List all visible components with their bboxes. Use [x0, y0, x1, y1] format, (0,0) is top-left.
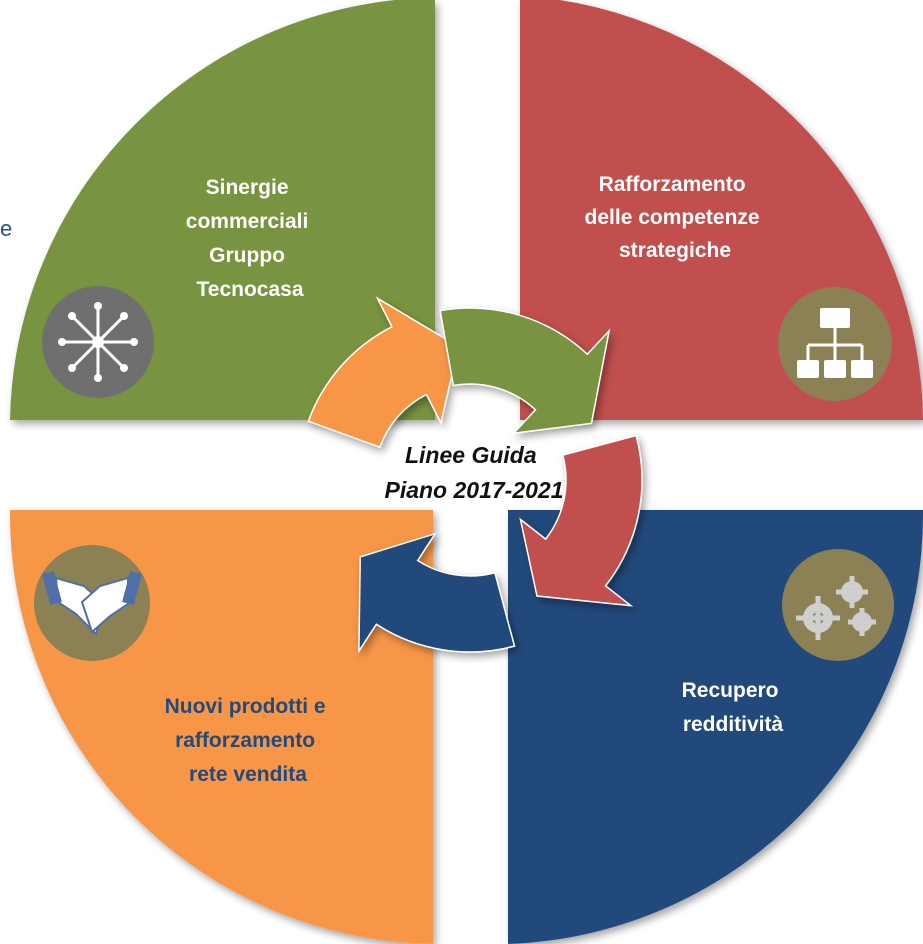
center-title: Linee Guida Piano 2017-2021: [384, 442, 563, 503]
gears-icon: [782, 549, 894, 661]
arrow-green: [439, 307, 611, 435]
quadrant-label-recupero: Recupero redditività: [682, 679, 785, 736]
handshake-icon: [34, 545, 150, 661]
stray-text: e: [0, 216, 12, 241]
quadrant-label-sinergie: Sinergie commerciali Gruppo Tecnocasa: [186, 176, 314, 301]
quadrant-label-rafforzamento: Rafforzamento delle competenze strategic…: [585, 173, 766, 262]
arrow-red: [519, 434, 643, 607]
org-chart-icon: [778, 287, 892, 401]
cycle-arrows: [307, 296, 643, 654]
arrow-orange: [307, 296, 460, 449]
arrow-blue: [358, 532, 516, 654]
quadrant-label-nuovi-prodotti: Nuovi prodotti e rafforzamento rete vend…: [165, 695, 332, 786]
network-hub-icon: [42, 286, 154, 398]
